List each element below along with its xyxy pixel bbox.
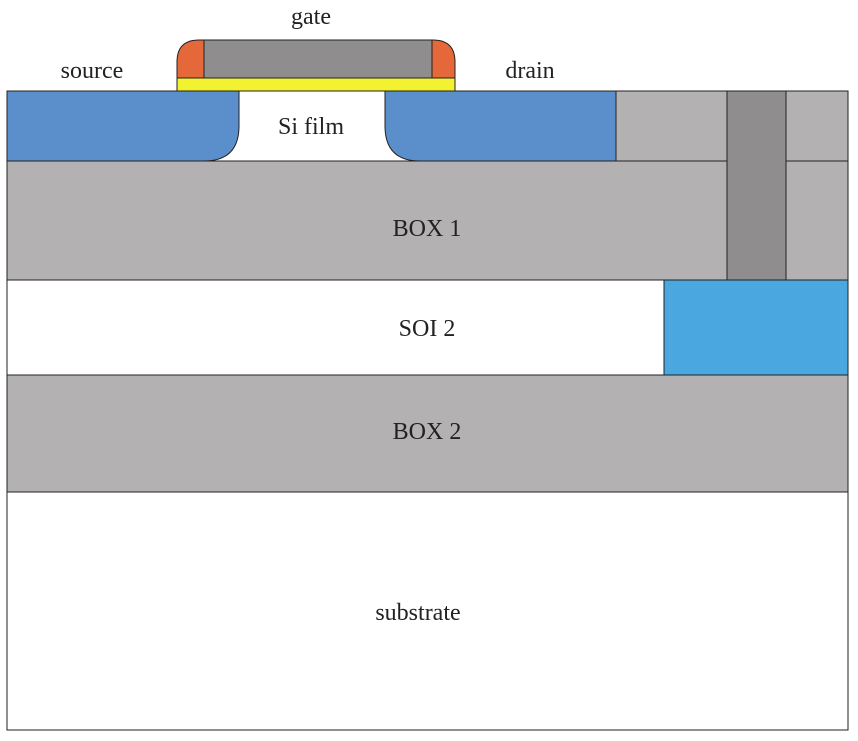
box2-label: BOX 2 (393, 419, 462, 445)
substrate-layer (6, 491, 849, 731)
gate-label: gate (291, 4, 331, 30)
soi2-label: SOI 2 (399, 316, 456, 342)
gate-electrode (203, 39, 433, 79)
soi2-contact-region (663, 279, 849, 376)
box1-label: BOX 1 (393, 216, 462, 242)
gate-oxide (176, 77, 456, 92)
back-gate-contact-plug (726, 90, 787, 281)
box1-layer (6, 160, 849, 281)
drain-region (384, 90, 617, 162)
substrate-label: substrate (375, 600, 460, 626)
si-film-label: Si film (278, 114, 344, 140)
box2-layer (6, 374, 849, 493)
source-label: source (61, 58, 124, 84)
source-region (6, 90, 240, 162)
drain-label: drain (505, 58, 554, 84)
